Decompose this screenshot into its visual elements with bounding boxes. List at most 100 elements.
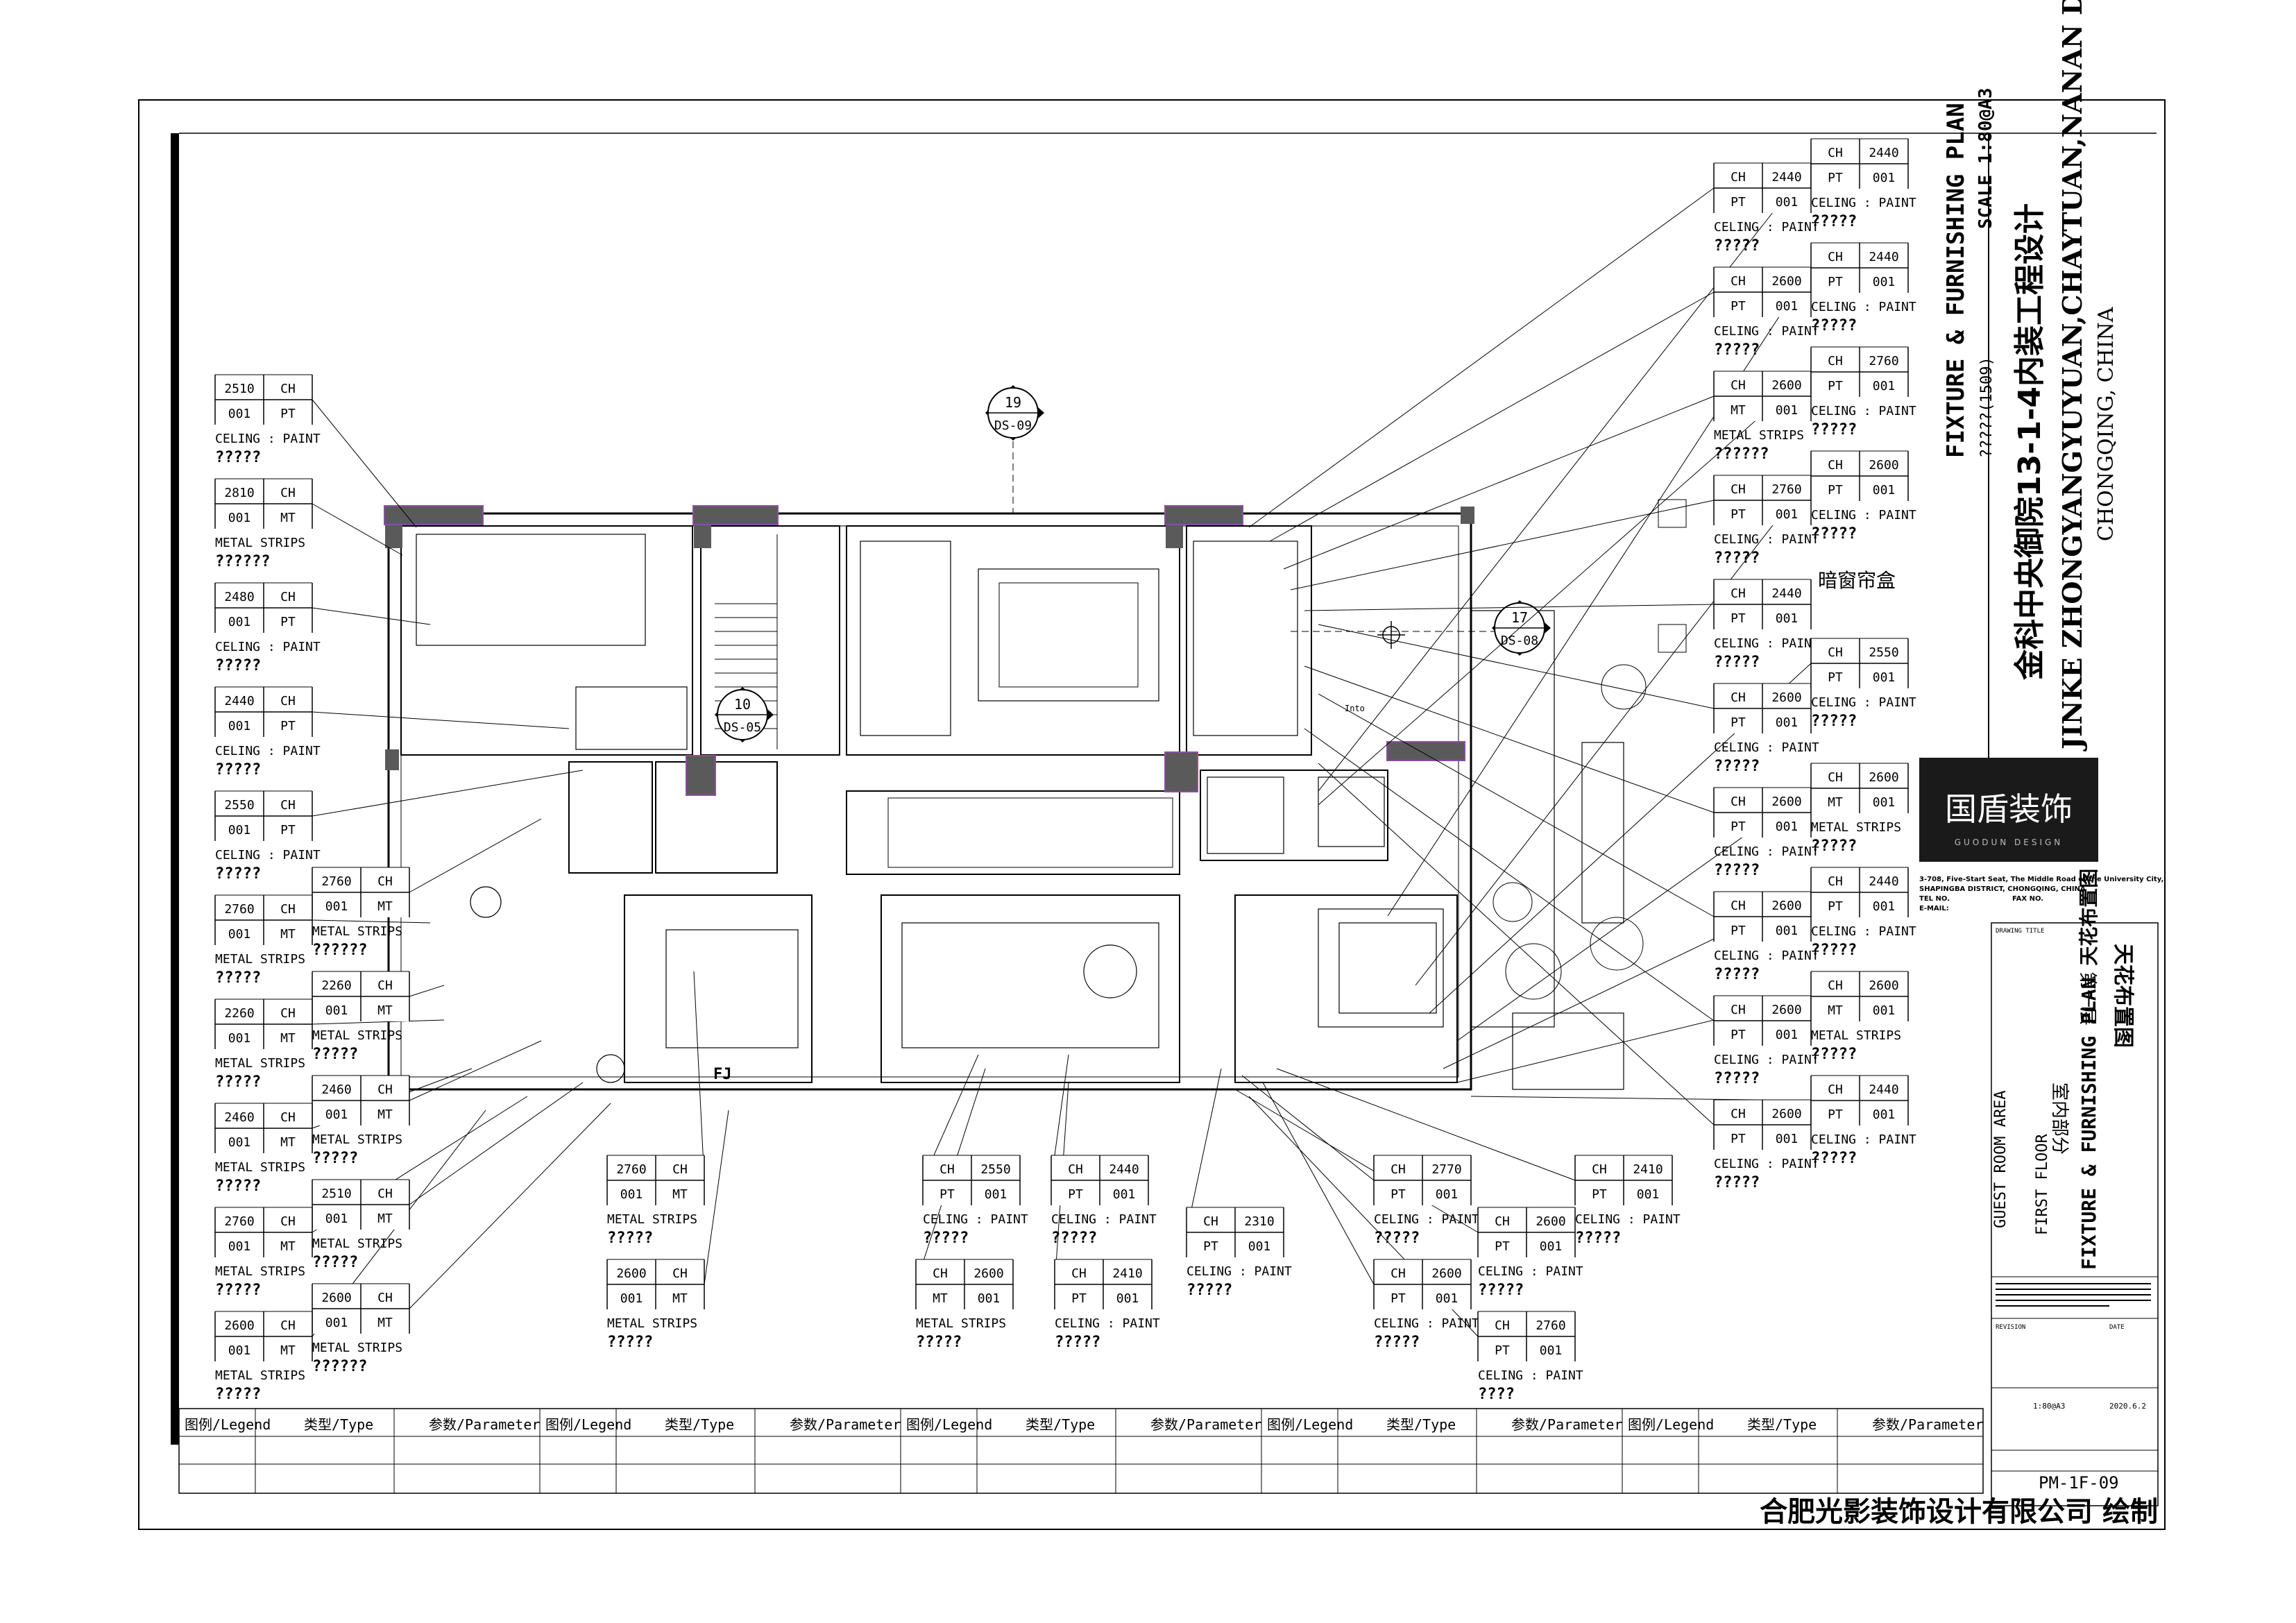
tag-cell: 001 [1873, 670, 1896, 685]
tag-material: CELING : PAINT [923, 1212, 1028, 1227]
tag-code: ????? [1051, 1230, 1097, 1247]
tag-code: ????? [1714, 341, 1760, 359]
tag-cell: CH [377, 874, 393, 889]
tag-cell: 001 [1776, 924, 1798, 938]
tag-cell: CH [1730, 482, 1746, 497]
scale-value: 1:80@A3 [2033, 1402, 2065, 1411]
tag-cell: CH [1592, 1162, 1607, 1177]
tag-code: ????? [1714, 550, 1760, 567]
tag-cell: 001 [1776, 819, 1798, 834]
tag-code: ????? [312, 1150, 358, 1167]
legend-header: 图例/Legend [185, 1416, 271, 1433]
tag-cell: 2770 [1431, 1162, 1461, 1177]
tag-cell: 2440 [1771, 586, 1801, 601]
tag-cell: 2480 [224, 590, 254, 604]
tag-material: CELING : PAINT [215, 640, 321, 654]
floor-cn: 第一层 [2077, 971, 2098, 1026]
tag-cell: PT [1730, 819, 1746, 834]
fax-label: FAX NO. [2012, 895, 2043, 903]
tag-cell: PT [280, 823, 296, 838]
tag-cell: 2760 [616, 1162, 646, 1177]
tag-code: ????? [1811, 317, 1857, 334]
tag-material: CELING : PAINT [1714, 949, 1819, 963]
room-lounge [1186, 525, 1312, 756]
tag-code: ????? [312, 1254, 358, 1271]
tag-cell: 2410 [1633, 1162, 1663, 1177]
leader-line [312, 607, 431, 625]
tag-code: ????? [916, 1334, 962, 1351]
tag-code: ????? [607, 1230, 653, 1247]
leader-line [312, 399, 417, 528]
tag-cell: MT [1828, 1003, 1843, 1018]
tag-material: CELING : PAINT [1811, 924, 1916, 939]
tag-code: ????? [1478, 1282, 1524, 1299]
tag-code: ????? [1811, 838, 1857, 855]
tag-cell: 2510 [224, 382, 254, 396]
tag-cell: CH [1730, 1107, 1746, 1121]
tag-cell: 001 [228, 1135, 251, 1150]
leader-line [704, 1110, 729, 1285]
tag-material: METAL STRIPS [916, 1316, 1006, 1331]
tag-cell: CH [1828, 354, 1843, 368]
leader-line [409, 985, 445, 997]
tag-cell: 2440 [1869, 250, 1898, 264]
tag-cell: PT [1391, 1187, 1406, 1202]
tag-material: CELING : PAINT [1811, 508, 1916, 522]
legend-header: 参数/Parameter [1872, 1416, 1983, 1433]
tag-code: ????? [1714, 1070, 1760, 1087]
tag-code: ????? [215, 449, 261, 466]
tag-cell: PT [1495, 1343, 1510, 1358]
tag-cell: CH [1068, 1162, 1083, 1177]
tag-material: METAL STRIPS [215, 1264, 305, 1279]
tag-code: ????? [1714, 862, 1760, 879]
scale-code-vertical: ?????(1509) [1978, 357, 1996, 458]
tag-cell: MT [377, 899, 393, 914]
tag-cell: 001 [228, 1343, 251, 1358]
project-name-en: JINKE ZHONGYANGYUYUAN,CHAYTUAN,NANAN DIS… [2057, 0, 2088, 751]
tag-cell: PT [280, 407, 296, 421]
revision-label: REVISION [1996, 1324, 2025, 1331]
tag-cell: 001 [228, 719, 251, 733]
tag-cell: PT [1495, 1239, 1510, 1254]
tag-cell: 2600 [616, 1266, 646, 1281]
tag-cell: 001 [228, 511, 251, 525]
leader-line [1186, 1068, 1222, 1233]
tag-cell: 001 [325, 1107, 348, 1122]
section-marker-number: 19 [1005, 394, 1021, 411]
section-marker-number: 17 [1511, 609, 1528, 626]
tag-cell: 001 [978, 1291, 1001, 1306]
tag-cell: 2600 [1536, 1214, 1565, 1229]
tag-code: ????? [215, 969, 261, 987]
tag-cell: 001 [228, 615, 251, 629]
tag-cell: CH [280, 590, 296, 604]
leader-line [1290, 500, 1715, 590]
tag-cell: CH [1730, 586, 1746, 601]
tag-cell: PT [1828, 899, 1843, 914]
tag-code: ????? [1811, 421, 1857, 439]
tag-cell: PT [1068, 1187, 1083, 1202]
date-label: DATE [2109, 1324, 2125, 1331]
tag-cell: 001 [1540, 1239, 1563, 1254]
tag-cell: CH [1495, 1318, 1510, 1333]
tag-cell: CH [1828, 770, 1843, 785]
tag-cell: 2510 [321, 1187, 351, 1201]
tag-cell: PT [1730, 299, 1746, 314]
address-line-1: 3-708, Five-Start Seat, The Middle Road … [1919, 876, 2163, 883]
tag-cell: 001 [1776, 403, 1798, 418]
legend-header: 图例/Legend [1628, 1416, 1714, 1433]
tag-cell: CH [1828, 645, 1843, 660]
legend-header: 参数/Parameter [429, 1416, 540, 1433]
tag-cell: MT [933, 1291, 948, 1306]
legend-header: 类型/Type [1386, 1416, 1456, 1433]
tag-cell: MT [377, 1316, 393, 1330]
tag-cell: CH [377, 1187, 393, 1201]
tag-material: CELING : PAINT [1055, 1316, 1160, 1331]
tag-cell: 2440 [1109, 1162, 1139, 1177]
